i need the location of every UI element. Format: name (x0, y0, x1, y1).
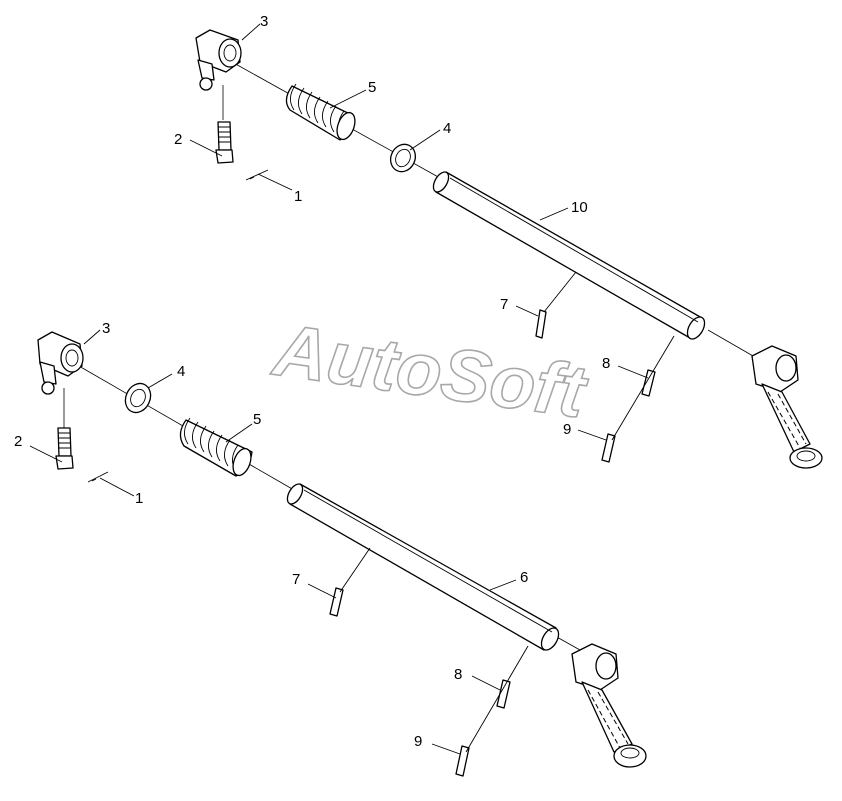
top-callout-9: 9 (563, 421, 571, 438)
top-callout-4: 4 (443, 120, 451, 137)
bottom-part-2-bolt (55, 427, 74, 470)
top-callout-10: 10 (571, 199, 588, 216)
top-lever-arm (751, 345, 823, 469)
bottom-callout-9: 9 (414, 733, 422, 750)
bottom-callout-1: 1 (135, 490, 143, 507)
bottom-callout-8: 8 (454, 666, 462, 683)
bottom-callout-5: 5 (253, 411, 261, 428)
bottom-part-9-pin (455, 745, 470, 777)
top-part-9-pin (601, 433, 616, 463)
top-part-8-pin (641, 369, 656, 397)
top-callout-3: 3 (260, 13, 268, 30)
bottom-part-8-pin (496, 679, 511, 709)
top-part-10-tube (432, 171, 706, 340)
bottom-part-5-spring (179, 417, 253, 477)
bottom-callout-2: 2 (14, 433, 22, 450)
top-part-1-pin (245, 169, 269, 181)
bottom-callout-3: 3 (102, 320, 110, 337)
bottom-callout-4: 4 (177, 363, 185, 380)
top-callout-8: 8 (602, 355, 610, 372)
bottom-callout-6: 6 (520, 569, 528, 586)
top-part-2-bolt (215, 121, 234, 164)
top-part-5-spring (285, 83, 356, 141)
bottom-lever-arm (571, 643, 647, 768)
top-assembly: 3 5 4 2 1 10 7 8 9 (174, 13, 823, 469)
watermark-text: AutoSoft (267, 307, 593, 433)
top-callout-1: 1 (294, 188, 302, 205)
bottom-part-1-pin (87, 471, 109, 483)
bottom-callout-7: 7 (292, 571, 300, 588)
bottom-part-4-washer (124, 382, 152, 414)
top-callout-5: 5 (368, 79, 376, 96)
top-callout-2: 2 (174, 131, 182, 148)
bottom-part-6-tube (286, 483, 560, 651)
top-part-7-pin (535, 271, 577, 339)
bottom-part-7-pin (329, 547, 371, 617)
top-callout-7: 7 (500, 296, 508, 313)
top-part-3-ball-joint (195, 29, 242, 91)
bottom-part-3-ball-joint (37, 331, 84, 395)
bottom-assembly: 3 4 5 2 1 6 7 8 9 (14, 320, 647, 777)
top-part-4-washer (389, 143, 417, 173)
